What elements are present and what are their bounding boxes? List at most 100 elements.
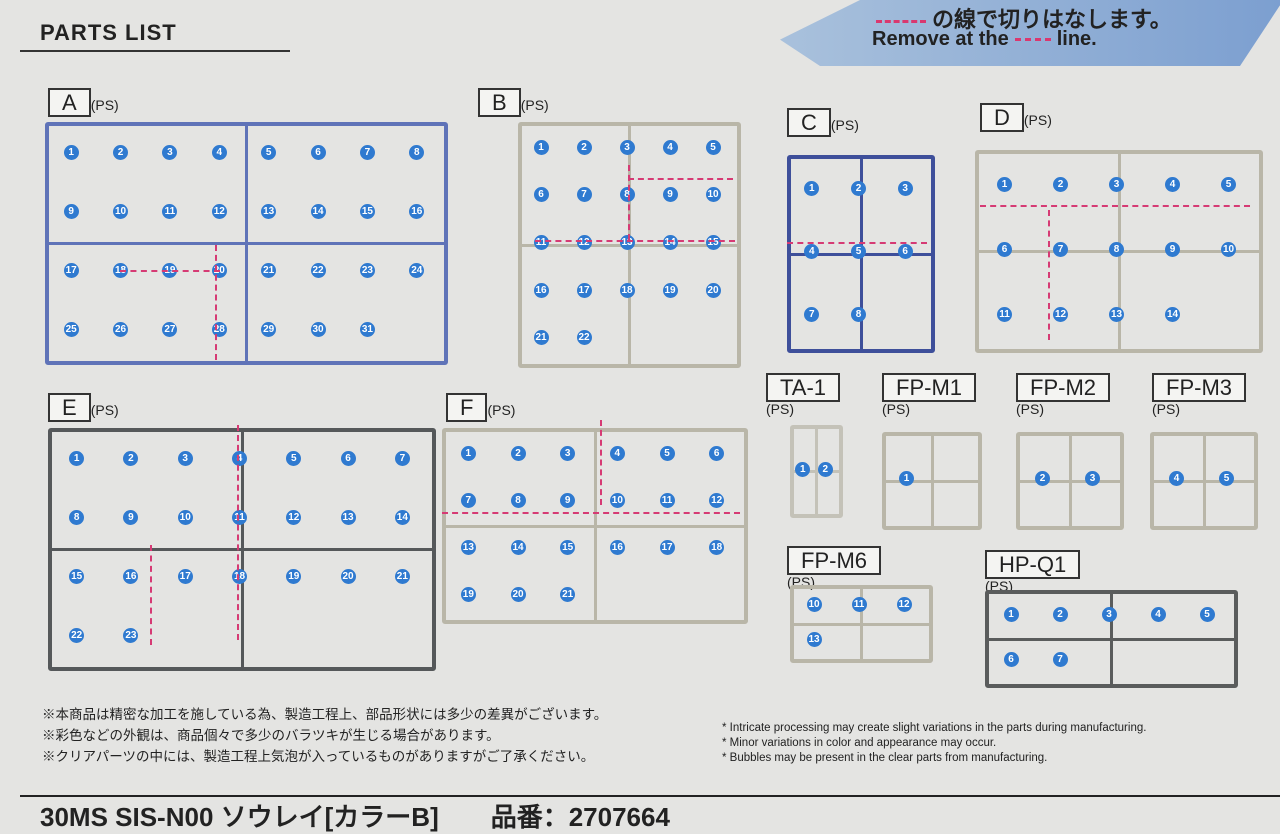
part-number-badge: 9	[63, 204, 79, 220]
part-number-badge: 9	[662, 187, 678, 203]
part-number-badge: 21	[533, 330, 549, 346]
material-label: (PS)	[1016, 401, 1044, 417]
part-number-badge: 5	[261, 145, 277, 161]
part-number-badge: 16	[533, 282, 549, 298]
footer-rule	[20, 795, 1280, 797]
note-jp: ※本商品は精密な加工を施している為、製造工程上、部品形状には多少の差異がございま…	[42, 707, 608, 722]
part-number-badge: 12	[896, 596, 912, 612]
part-number-badge: 2	[1035, 471, 1050, 486]
cut-line	[442, 512, 740, 514]
title-underline	[20, 50, 290, 52]
product-footer: 30MS SIS-N00 ソウレイ[カラーB] 品番：2707664	[40, 802, 670, 832]
banner-en-before: Remove at the	[872, 28, 1009, 50]
part-number-badge: 8	[1109, 241, 1124, 257]
note-en: * Intricate processing may create slight…	[722, 722, 1147, 734]
part-number-badge: 12	[576, 235, 592, 250]
part-number-badge: 10	[177, 510, 193, 526]
part-number-badge: 18	[619, 282, 635, 298]
part-number-badge: 15	[560, 539, 576, 555]
part-number-badge: 15	[705, 235, 721, 250]
part-number-badge: 26	[113, 321, 129, 337]
part-number-badge: 3	[1109, 176, 1124, 192]
material-label: (PS)	[90, 97, 119, 113]
runner-id: FP-M6	[787, 546, 881, 575]
part-number-badge: 13	[340, 510, 356, 526]
part-number-badge: 12	[1053, 306, 1068, 322]
cut-line	[787, 242, 927, 244]
runner-label: E(PS)	[48, 393, 119, 422]
part-number-badge: 20	[705, 282, 721, 298]
part-number-badge: 17	[576, 282, 592, 298]
part-number-badge: 21	[261, 262, 277, 278]
part-number-badge: 11	[851, 596, 867, 612]
part-number-badge: 4	[662, 139, 678, 155]
material-label: (PS)	[90, 402, 119, 418]
cut-line	[215, 245, 217, 360]
part-number-badge: 14	[394, 510, 410, 526]
part-number-badge: 2	[1053, 176, 1068, 192]
runner-label: A(PS)	[48, 88, 119, 117]
part-number-badge: 7	[460, 492, 476, 508]
part-number-badge: 29	[261, 321, 277, 337]
runner-label: FP-M1(PS)	[882, 373, 976, 417]
part-number-badge: 15	[359, 204, 375, 220]
part-number-badge: 10	[113, 204, 129, 220]
part-number-badge: 17	[659, 539, 675, 555]
cut-line	[150, 545, 152, 645]
part-number-badge: 22	[69, 627, 85, 643]
part-number-badge: 5	[1219, 471, 1234, 486]
part-number-badge: 3	[1101, 606, 1117, 622]
runner-id: FP-M1	[882, 373, 976, 402]
cut-line	[1048, 210, 1050, 340]
part-number-badge: 1	[804, 180, 820, 196]
part-number-badge: 8	[851, 307, 866, 323]
part-number-badge: 8	[69, 510, 85, 526]
part-number-badge: 18	[232, 568, 247, 584]
part-number-badge: 22	[576, 330, 592, 346]
part-number-badge: 2	[123, 451, 139, 467]
part-number-badge: 23	[123, 627, 139, 643]
cut-line-icon	[876, 19, 926, 23]
part-number-badge: 13	[1109, 306, 1124, 322]
part-number-badge: 14	[662, 235, 678, 250]
runner-gates	[49, 126, 444, 361]
note-jp: ※彩色などの外観は、商品個々で多少のバラツキが生じる場合があります。	[42, 728, 500, 743]
part-number-badge: 6	[709, 445, 725, 461]
part-number-badge: 27	[162, 321, 178, 337]
part-number-badge: 6	[997, 241, 1012, 257]
part-number-badge: 12	[211, 204, 227, 220]
part-number-badge: 9	[1165, 241, 1180, 257]
runner-gates	[446, 432, 744, 620]
part-number-badge: 14	[310, 204, 326, 220]
part-number-badge: 20	[340, 568, 356, 584]
part-number-badge: 10	[609, 492, 625, 508]
part-number-badge: 3	[619, 139, 635, 155]
part-number-badge: 11	[533, 235, 549, 250]
part-number-badge: 3	[162, 145, 178, 161]
part-number-badge: 8	[409, 145, 425, 161]
part-number-badge: 2	[1052, 606, 1068, 622]
part-number-badge: 6	[897, 244, 913, 259]
runner-id: FP-M2	[1016, 373, 1110, 402]
part-number-badge: 18	[709, 539, 725, 555]
part-number-badge: 1	[997, 176, 1012, 192]
part-number-badge: 14	[1165, 306, 1180, 322]
part-number-badge: 30	[310, 321, 326, 337]
part-number-badge: 2	[113, 145, 129, 161]
part-number-badge: 17	[63, 262, 79, 278]
runner-label: TA-1(PS)	[766, 373, 841, 417]
part-number-badge: 19	[286, 568, 302, 584]
material-label: (PS)	[520, 97, 549, 113]
part-number-badge: 25	[63, 321, 79, 337]
part-number-badge: 4	[232, 451, 247, 467]
part-number-badge: 5	[1199, 606, 1215, 622]
part-number-badge: 22	[310, 262, 326, 278]
notes-en: * Intricate processing may create slight…	[722, 721, 1146, 766]
part-number-badge: 11	[997, 306, 1012, 322]
